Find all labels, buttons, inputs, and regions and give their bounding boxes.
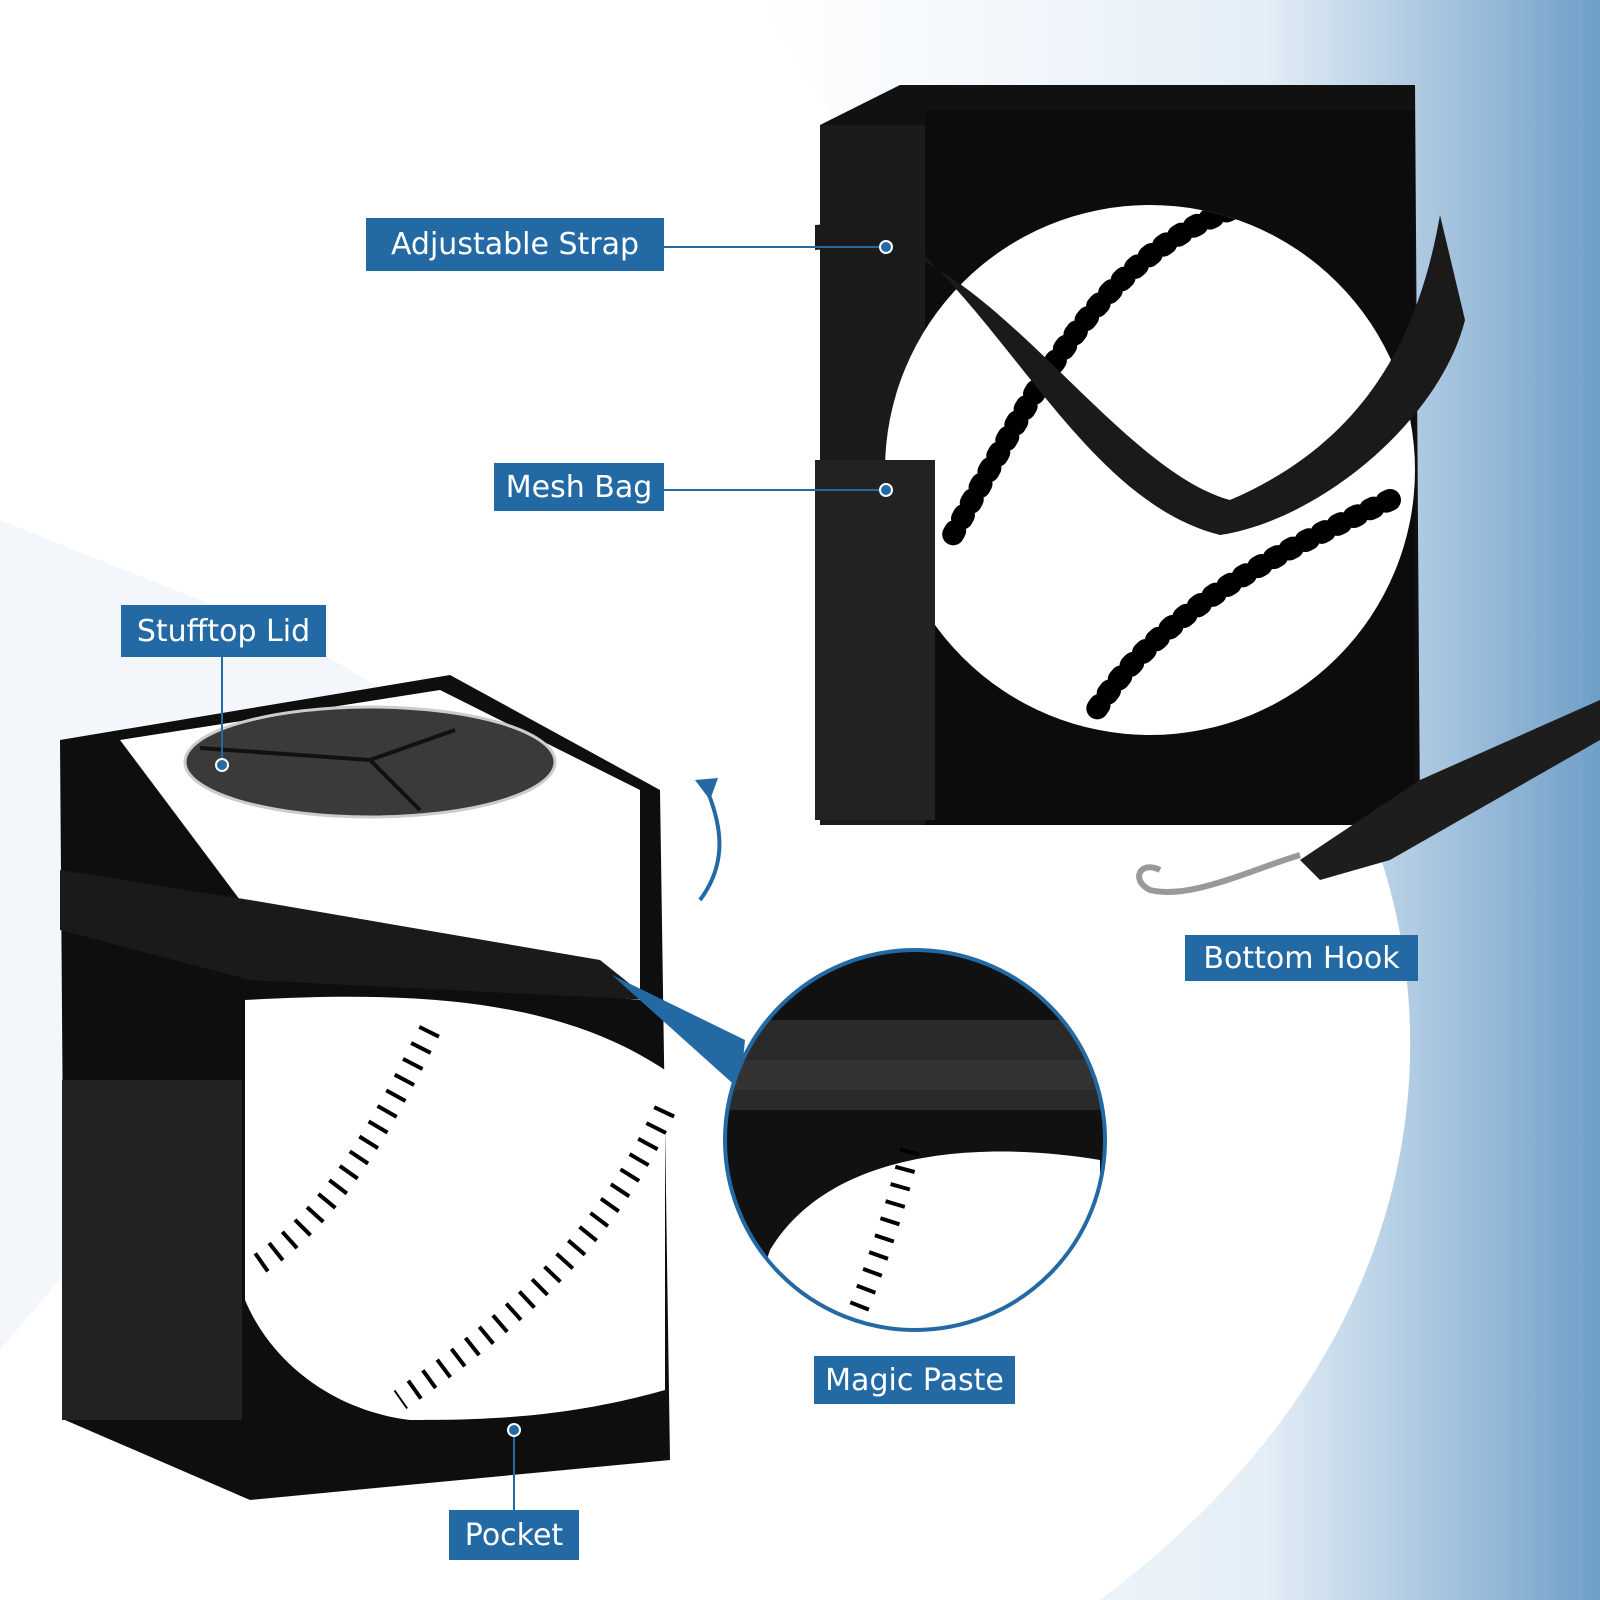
hanging-bag-right <box>815 85 1600 895</box>
pocket-shape <box>62 1080 242 1420</box>
callout-stufftop-lid: Stufftop Lid <box>121 605 326 657</box>
callout-leaders <box>215 240 893 1510</box>
baseball-graphic <box>245 996 665 1420</box>
callout-pocket: Pocket <box>449 1510 579 1560</box>
bottom-hook-shape <box>1136 852 1301 895</box>
callout-adjustable-strap: Adjustable Strap <box>366 218 664 271</box>
magic-paste-magnifier <box>612 948 1107 1332</box>
adjustable-strap-shape <box>815 215 1465 535</box>
callout-magic-paste: Magic Paste <box>814 1356 1015 1404</box>
mesh-pocket <box>815 460 935 820</box>
callout-bottom-hook: Bottom Hook <box>1185 935 1418 981</box>
open-arrow-icon <box>698 784 722 902</box>
callout-mesh-bag: Mesh Bag <box>494 463 664 511</box>
trash-can-left <box>60 675 722 1500</box>
